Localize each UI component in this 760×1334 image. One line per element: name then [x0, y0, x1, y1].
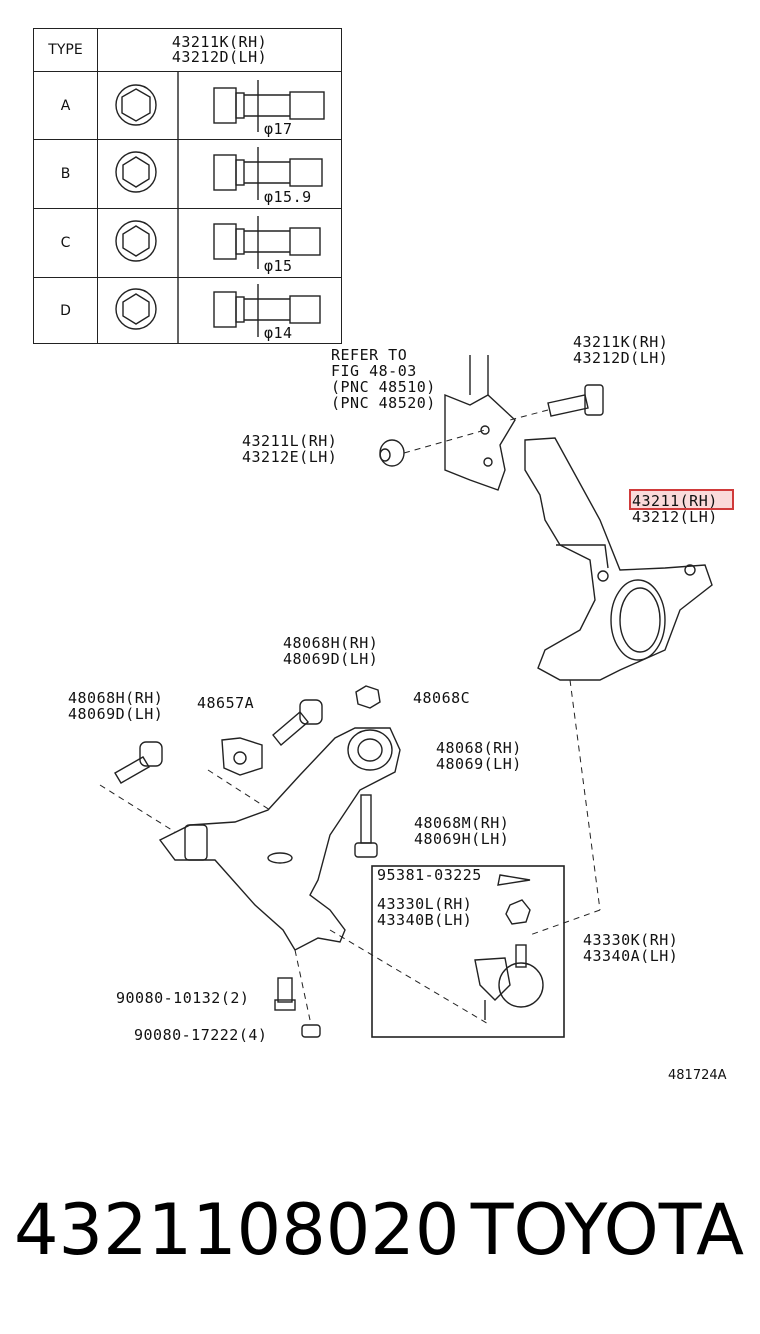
ball-joint-box — [371, 865, 565, 1038]
lower-control-arm — [158, 727, 401, 951]
refer-label: REFER TO FIG 48-03 (PNC 48510) (PNC 4852… — [331, 346, 436, 412]
type-header: TYPE — [33, 28, 98, 72]
strut-bracket — [444, 355, 516, 491]
header-line-rh: 43211K(RH) — [171, 33, 268, 51]
label-bolt-left: 48068H(RH) 48069D(LH) — [68, 689, 164, 723]
bolt-arm — [354, 794, 378, 858]
brand-name: TOYOTA — [470, 1189, 744, 1271]
type-a-drawing — [97, 71, 342, 140]
label-bolt-small1: 90080-10132(2) — [116, 989, 250, 1007]
label-bolt-arm: 48068M(RH) 48069H(LH) — [414, 814, 510, 848]
part-number: 4321108020 — [14, 1189, 460, 1271]
steering-knuckle — [524, 437, 713, 681]
diagram-ref-number: 481724A — [668, 1068, 727, 1083]
header-line-lh: 43212D(LH) — [171, 48, 268, 66]
small-bolt-1 — [274, 977, 296, 1011]
bolt-type-table: TYPE 43211K(RH) 43212D(LH) A B C D — [33, 28, 342, 344]
type-c-drawing — [97, 208, 342, 278]
type-table-header: 43211K(RH) 43212D(LH) — [97, 28, 342, 72]
label-bracket: 48657A — [197, 694, 255, 712]
dia-b: φ15.9 — [264, 188, 312, 206]
bracket-48657a — [221, 737, 263, 776]
table-bolt-drawings — [115, 71, 325, 343]
dia-d: φ14 — [264, 324, 293, 342]
type-a-label: A — [33, 71, 98, 140]
label-nut-mid: 48068C — [413, 689, 471, 707]
small-bolt-2 — [301, 1024, 321, 1038]
bolt-mid — [272, 699, 323, 747]
label-knuckle: 43211(RH) 43212(LH) — [632, 492, 718, 526]
type-d-drawing — [97, 277, 342, 344]
label-nut-left: 43211L(RH) 43212E(LH) — [242, 432, 338, 466]
label-bolt-mid: 48068H(RH) 48069D(LH) — [283, 634, 379, 668]
type-b-drawing — [97, 139, 342, 209]
type-b-label: B — [33, 139, 98, 209]
bolt-left — [114, 741, 163, 784]
highlight-box — [629, 489, 734, 510]
label-nut-ball: 43330L(RH) 43340B(LH) — [377, 895, 473, 929]
dia-c: φ15 — [264, 257, 293, 275]
nut-left — [379, 439, 405, 467]
bolt-top — [547, 384, 604, 417]
label-bolt-small2: 90080-17222(4) — [134, 1026, 268, 1044]
type-d-label: D — [33, 277, 98, 344]
dia-a: φ17 — [264, 120, 293, 138]
label-arm: 48068(RH) 48069(LH) — [436, 739, 522, 773]
label-ball-joint: 43330K(RH) 43340A(LH) — [583, 931, 679, 965]
nut-48068c — [355, 685, 381, 709]
label-pin: 95381-03225 — [377, 866, 482, 884]
label-bolt-top: 43211K(RH) 43212D(LH) — [573, 333, 669, 367]
ball-joint — [474, 874, 544, 1020]
